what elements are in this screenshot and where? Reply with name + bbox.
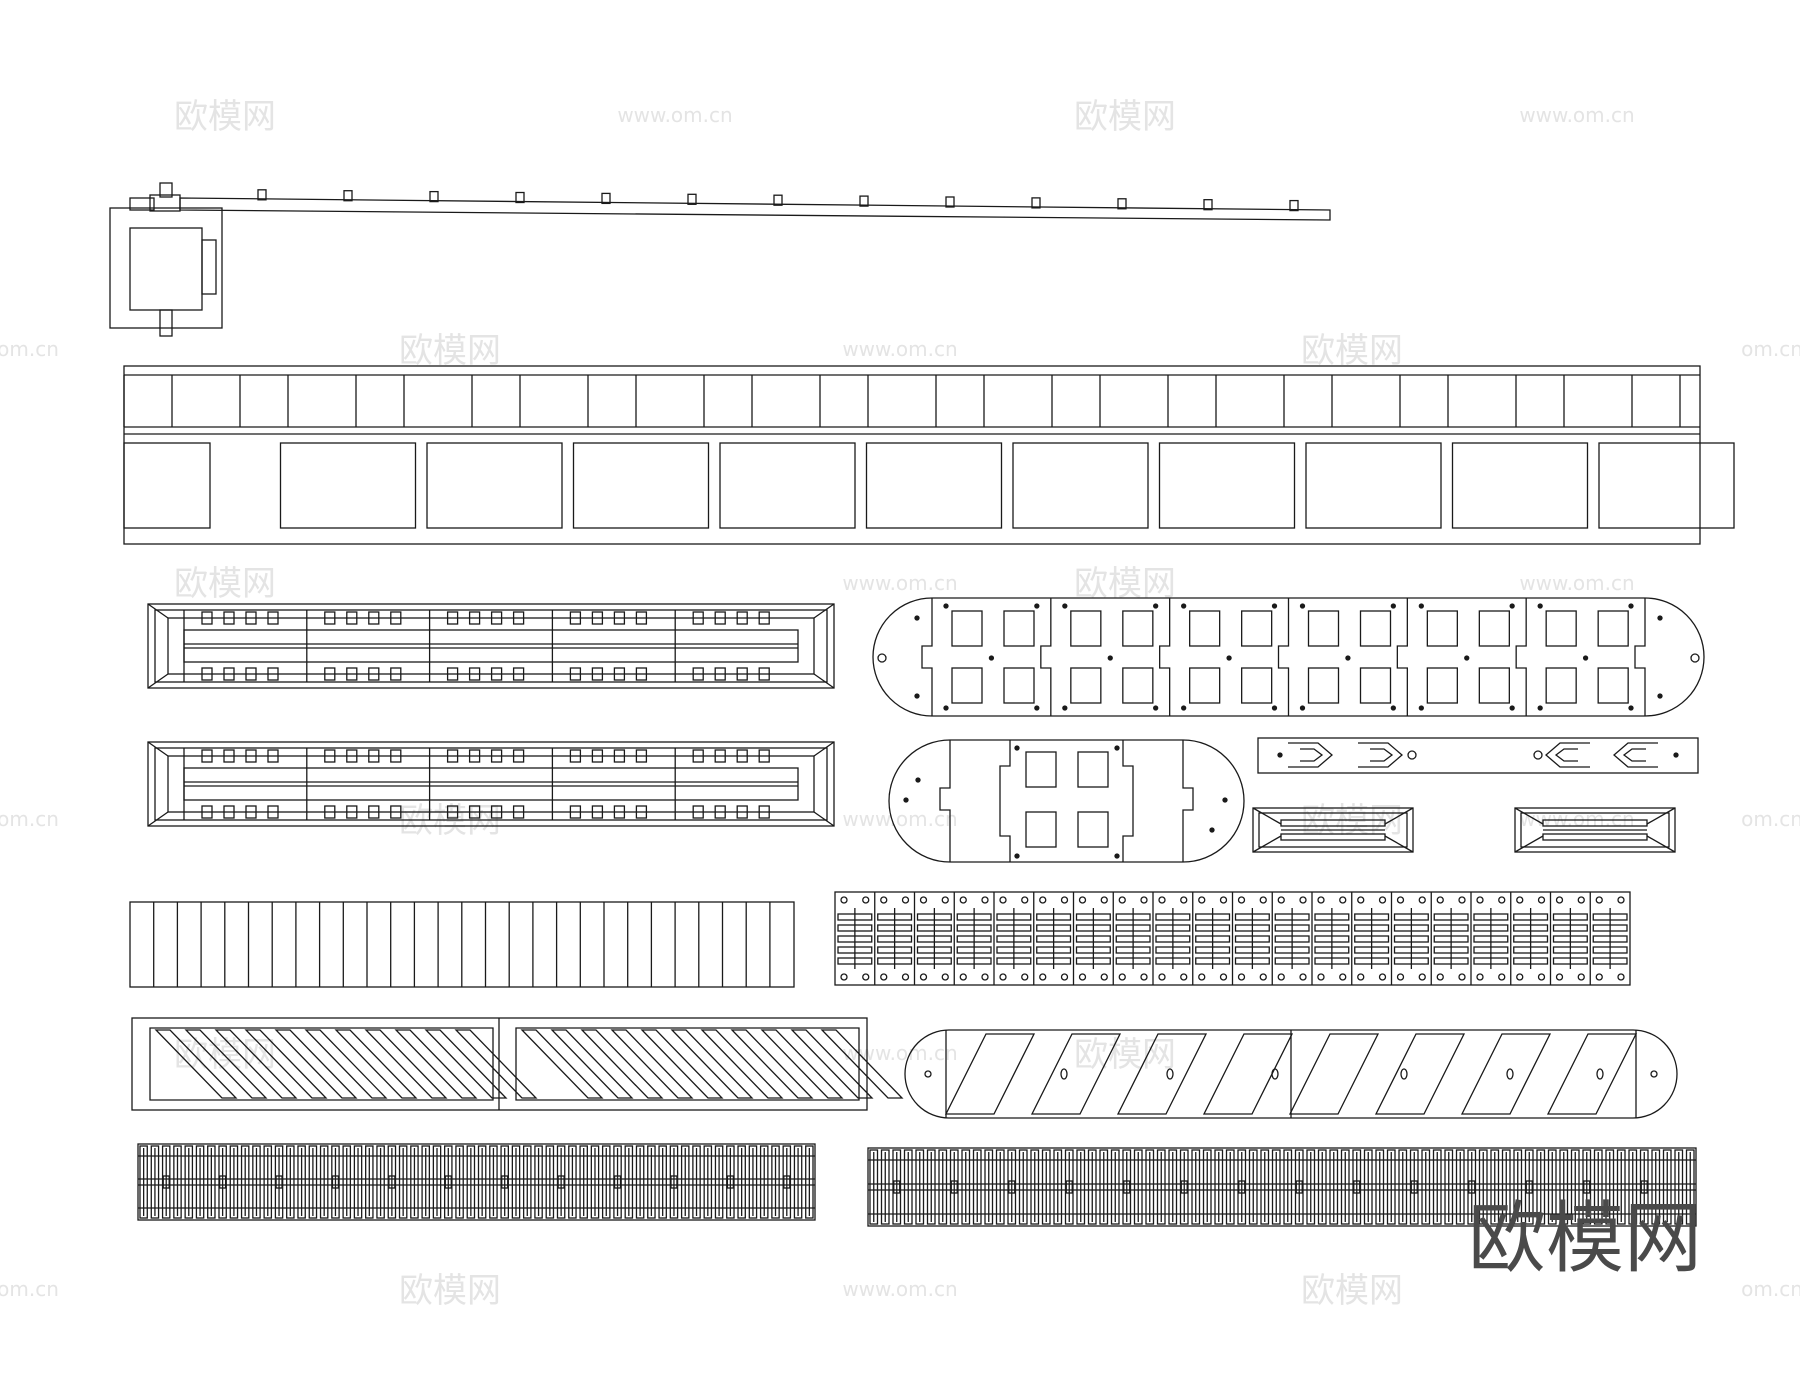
watermark-url: om.cn: [1741, 337, 1800, 361]
striped-warning-panel: [131, 1017, 904, 1111]
watermark-brand: 欧模网: [399, 801, 501, 841]
drainage-grating-upper: [147, 603, 835, 689]
watermark-url: om.cn: [1741, 1277, 1800, 1301]
framed-plate-left: [1252, 807, 1414, 853]
watermark-url: om.cn: [0, 807, 59, 831]
watermark-url: om.cn: [0, 337, 59, 361]
watermark-url: www.om.cn: [842, 571, 957, 595]
speed-bump-small: [888, 739, 1245, 863]
watermark-url: www.om.cn: [842, 807, 957, 831]
track-strip-left: [137, 1143, 816, 1221]
watermark-layer: 欧模网欧模网欧模网欧模网欧模网欧模网欧模网欧模网欧模网欧模网欧模网欧模网www.…: [0, 97, 1800, 1311]
watermark-brand: 欧模网: [399, 331, 501, 371]
chevron-strip: [1257, 737, 1699, 774]
watermark-url: www.om.cn: [1519, 103, 1634, 127]
watermark-brand: 欧模网: [174, 564, 276, 604]
slatted-panel: [129, 901, 795, 988]
watermark-brand: 欧模网: [399, 1271, 501, 1311]
framed-plate-right: [1514, 807, 1676, 853]
watermark-brand: 欧模网: [1301, 801, 1403, 841]
track-strip-right: [867, 1147, 1697, 1227]
watermark-brand: 欧模网: [1301, 1271, 1403, 1311]
speed-bump-large: [872, 597, 1705, 717]
watermark-url: www.om.cn: [1519, 807, 1634, 831]
long-cover-plate: [123, 365, 1735, 545]
watermark-url: om.cn: [0, 1277, 59, 1301]
watermark-url: www.om.cn: [1519, 571, 1634, 595]
watermark-brand: 欧模网: [1301, 331, 1403, 371]
watermark-url: www.om.cn: [842, 337, 957, 361]
watermark-url: www.om.cn: [617, 103, 732, 127]
drawing-layer: [109, 182, 1735, 1227]
watermark-url: www.om.cn: [842, 1041, 957, 1065]
drainage-grating-lower: [147, 741, 835, 827]
watermark-url: om.cn: [1741, 807, 1800, 831]
watermark-brand: 欧模网: [1074, 1035, 1176, 1075]
watermark-url: www.om.cn: [842, 1277, 957, 1301]
striped-speed-hump: [904, 1029, 1678, 1119]
watermark-brand-corner: 欧模网: [1468, 1194, 1702, 1284]
watermark-brand: 欧模网: [174, 97, 276, 137]
watermark-brand: 欧模网: [1074, 97, 1176, 137]
modular-speed-bump: [834, 891, 1631, 986]
boom-barrier-gate: [109, 182, 1331, 337]
watermark-brand: 欧模网: [1074, 564, 1176, 604]
